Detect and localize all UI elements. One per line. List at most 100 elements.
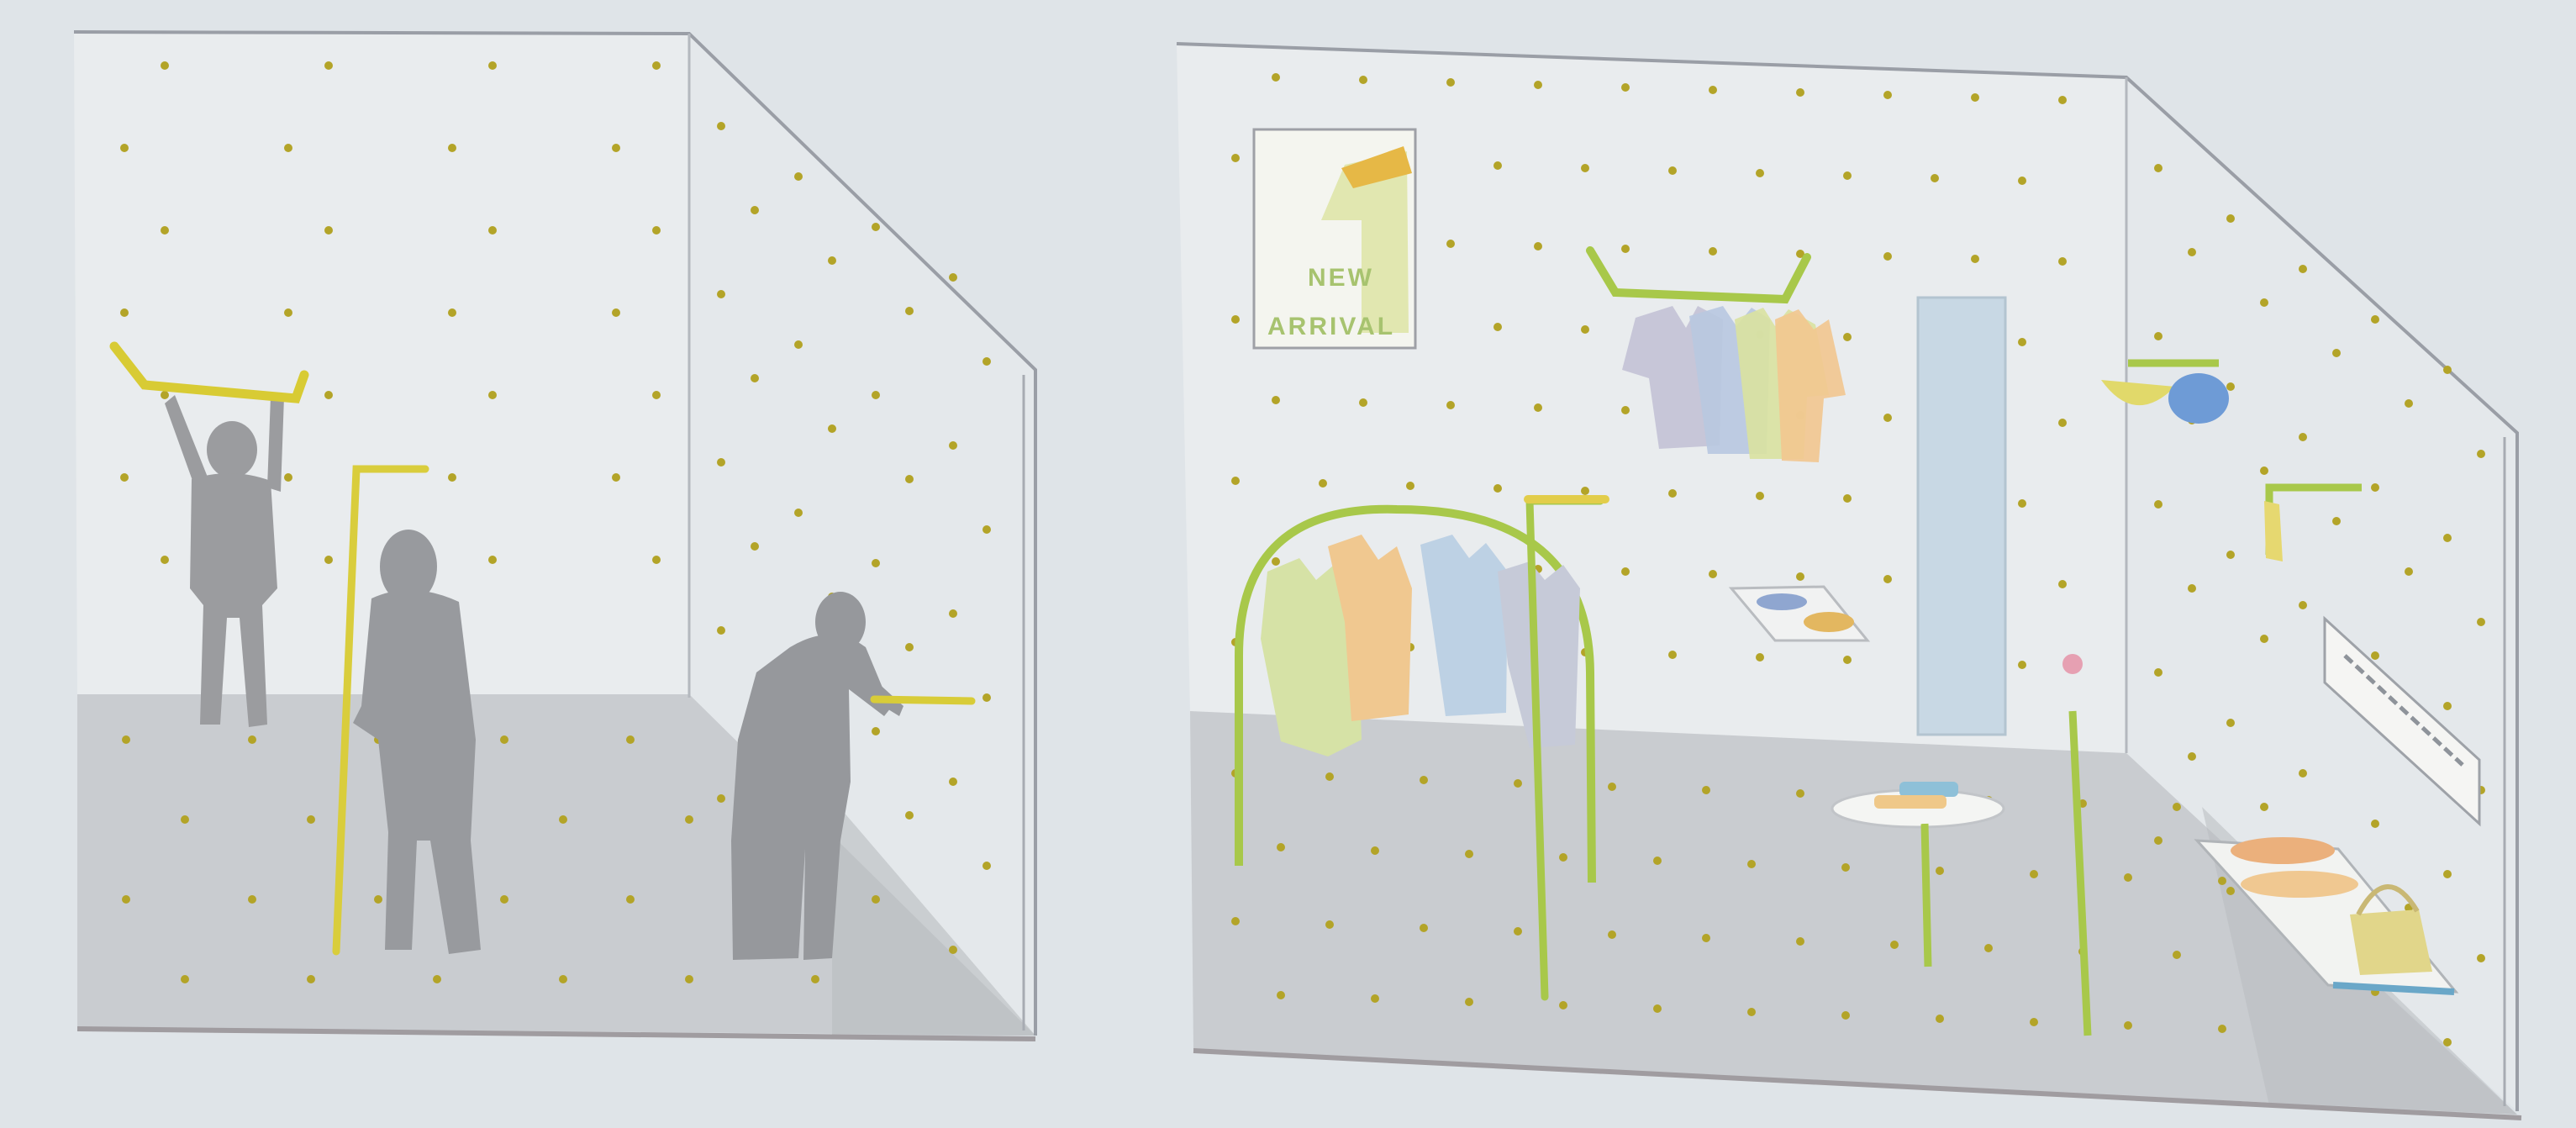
peg-hole-dot: [433, 975, 441, 983]
peg-hole-dot: [2218, 877, 2226, 885]
peg-hole-dot: [2226, 551, 2235, 559]
peg-hole-dot: [1883, 575, 1892, 583]
peg-hole-dot: [1446, 240, 1455, 248]
peg-hole-dot: [811, 975, 819, 983]
peg-hole-dot: [1756, 492, 1764, 500]
peg-hole-dot: [120, 308, 129, 317]
peg-hole-dot: [982, 693, 991, 702]
peg-hole-dot: [626, 735, 635, 744]
peg-hole-dot: [2058, 580, 2067, 588]
peg-hole-dot: [2299, 769, 2307, 777]
peg-hole-dot: [1936, 867, 1944, 875]
peg-hole-dot: [1277, 991, 1285, 999]
peg-hole-dot: [828, 424, 836, 433]
peg-hole-dot: [2405, 399, 2413, 408]
peg-hole-dot: [1231, 477, 1240, 485]
peg-hole-dot: [652, 556, 661, 564]
peg-hole-dot: [717, 458, 725, 466]
peg-hole-dot: [949, 273, 957, 282]
peg-hole-dot: [2260, 466, 2268, 475]
peg-hole-dot: [1325, 772, 1334, 781]
peg-hole-dot: [652, 61, 661, 70]
peg-hole-dot: [1272, 73, 1280, 82]
peg-hole-dot: [751, 542, 759, 551]
peg-hole-dot: [161, 226, 169, 235]
peg-hole-dot: [1796, 937, 1804, 946]
peg-hole-dot: [488, 226, 497, 235]
peg-hole-dot: [2443, 702, 2452, 710]
right-room-panel: NEW ARRIVAL: [1177, 44, 2521, 1118]
peg-hole-dot: [717, 122, 725, 130]
peg-hole-dot: [161, 61, 169, 70]
peg-hole-dot: [1883, 414, 1892, 422]
peg-hole-dot: [1621, 406, 1630, 414]
peg-hole-dot: [1359, 398, 1367, 407]
peg-hole-dot: [1231, 154, 1240, 162]
peg-hole-dot: [949, 441, 957, 450]
peg-hole-dot: [1559, 853, 1567, 862]
peg-hole-dot: [2188, 248, 2196, 256]
peg-hole-dot: [1756, 653, 1764, 662]
peg-hole-dot: [1621, 83, 1630, 92]
peg-hole-dot: [2405, 567, 2413, 576]
peg-hole-dot: [905, 307, 914, 315]
peg-hole-dot: [161, 391, 169, 399]
peg-hole-dot: [1465, 850, 1473, 858]
peg-hole-dot: [307, 975, 315, 983]
peg-hole-dot: [2443, 534, 2452, 542]
peg-hole-dot: [2154, 164, 2162, 172]
peg-hole-dot: [1668, 166, 1677, 175]
peg-hole-dot: [500, 735, 508, 744]
peg-hole-dot: [122, 735, 130, 744]
peg-hole-dot: [2299, 601, 2307, 609]
peg-hole-dot: [2226, 382, 2235, 391]
peg-hole-dot: [2030, 1018, 2038, 1026]
peg-hole-dot: [1231, 917, 1240, 925]
peg-hole-dot: [1581, 164, 1589, 172]
peg-hole-dot: [2188, 752, 2196, 761]
peg-hole-dot: [982, 862, 991, 870]
peg-hole-dot: [1653, 1004, 1662, 1013]
peg-hole-dot: [2299, 433, 2307, 441]
peg-hole-dot: [1465, 998, 1473, 1006]
mirror: [1918, 298, 2005, 735]
peg-hole-dot: [2371, 820, 2379, 828]
peg-hole-dot: [685, 815, 693, 824]
peg-hole-dot: [2188, 584, 2196, 593]
peg-hole-dot: [2260, 635, 2268, 643]
peg-hole-dot: [1231, 315, 1240, 324]
peg-hole-dot: [448, 308, 456, 317]
peg-hole-dot: [1668, 651, 1677, 659]
peg-hole-dot: [1796, 572, 1804, 581]
peg-hole-dot: [612, 308, 620, 317]
peg-hole-dot: [1534, 81, 1542, 89]
peg-hole-dot: [448, 144, 456, 152]
peg-hole-dot: [794, 340, 803, 349]
peg-hole-dot: [2173, 951, 2181, 959]
peg-hole-dot: [1931, 174, 1939, 182]
peg-hole-dot: [2124, 1021, 2132, 1030]
peg-hole-dot: [1756, 169, 1764, 177]
peg-hole-dot: [794, 172, 803, 181]
peg-hole-dot: [374, 895, 382, 904]
peg-hole-dot: [1709, 247, 1717, 256]
peg-hole-dot: [2443, 366, 2452, 374]
peg-hole-dot: [1581, 325, 1589, 334]
peg-hole-dot: [284, 308, 292, 317]
peg-hole-dot: [2173, 803, 2181, 811]
peg-hole-dot: [626, 895, 635, 904]
peg-hole-dot: [872, 895, 880, 904]
peg-hole-dot: [949, 777, 957, 786]
peg-hole-dot: [1796, 88, 1804, 97]
peg-hole-dot: [982, 525, 991, 534]
peg-hole-dot: [1668, 489, 1677, 498]
peg-hole-dot: [1702, 934, 1710, 942]
peg-hole-dot: [717, 290, 725, 298]
peg-hole-dot: [2260, 803, 2268, 811]
peg-hole-dot: [1420, 776, 1428, 784]
peg-hole-dot: [324, 391, 333, 399]
peg-hole-dot: [2124, 873, 2132, 882]
peg-hole-dot: [1843, 656, 1852, 664]
